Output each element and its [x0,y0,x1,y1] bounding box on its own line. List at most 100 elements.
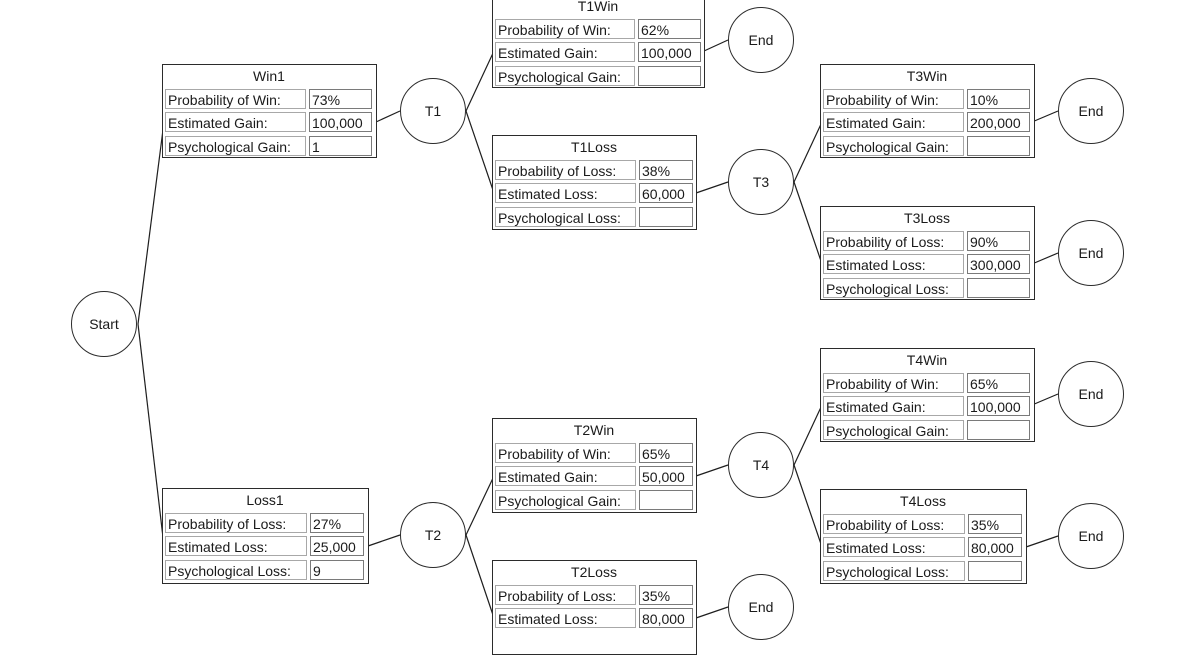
panel-row-probability: Probability of Loss: 90% [823,229,1031,253]
panel-title: Win1 [253,68,285,84]
panel-title: T3Loss [904,210,950,226]
probability-field[interactable]: 73% [309,88,372,109]
field-label: Estimated Gain: [823,396,964,417]
field-label: Psychological Gain: [495,489,636,510]
field-label: Estimated Loss: [495,183,636,204]
connector-t2loss-end [695,606,729,619]
panel-title: T2Win [573,422,615,438]
panel-row-psychological: Psychological Gain: [823,134,1031,158]
connector-loss1-t2 [367,534,401,547]
panel-row-estimate: Estimated Gain: 200,000 [823,111,1031,135]
field-label: Estimated Gain: [495,42,635,63]
probability-field[interactable]: 35% [639,584,693,605]
connector-t3win-end [1031,110,1059,123]
estimate-field[interactable]: 60,000 [639,183,693,204]
panel-row-probability: Probability of Win: 62% [495,17,701,41]
panel-row-psychological: Psychological Gain: [495,64,701,88]
field-label: Psychological Loss: [823,560,965,581]
panel-row-estimate: Estimated Loss: 60,000 [495,182,693,206]
psychological-field[interactable]: 1 [309,135,372,156]
t1-node[interactable]: T1 [400,78,466,144]
panel-row-psychological: Psychological Gain: [823,418,1031,442]
panel-t1loss: T1Loss Probability of Loss: 38% Estimate… [492,135,697,230]
panel-row-psychological: Psychological Loss: [823,276,1031,300]
probability-field[interactable]: 10% [967,88,1030,109]
psychological-field[interactable] [967,419,1030,440]
field-label: Estimated Gain: [495,466,636,487]
connector-t4-t4win [793,404,823,466]
probability-field[interactable]: 65% [967,372,1030,393]
probability-field[interactable]: 62% [638,18,701,39]
field-label: Psychological Loss: [165,559,307,580]
connector-t1-t1loss [465,110,495,194]
panel-row-probability: Probability of Win: 65% [495,441,693,465]
end-node-t1win[interactable]: End [728,7,794,73]
panel-row-estimate: Estimated Gain: 50,000 [495,465,693,489]
t3-node[interactable]: T3 [728,149,794,215]
field-label: Estimated Loss: [165,536,307,557]
estimate-field[interactable]: 25,000 [310,536,364,557]
connector-t1loss-t3 [695,181,729,194]
probability-field[interactable]: 35% [968,513,1022,534]
panel-row-probability: Probability of Win: 73% [165,87,373,111]
panel-row-estimate: Estimated Gain: 100,000 [165,111,373,135]
panel-row-psychological: Psychological Loss: 9 [165,558,365,582]
connector-start-loss1 [137,323,165,547]
estimate-field[interactable]: 200,000 [967,112,1030,133]
connector-t2-t2loss [465,534,495,619]
panel-title: T4Win [906,352,948,368]
field-label: Probability of Loss: [165,512,307,533]
estimate-field[interactable]: 300,000 [967,254,1030,275]
estimate-field[interactable]: 100,000 [967,396,1030,417]
probability-field[interactable]: 90% [967,230,1030,251]
estimate-field[interactable]: 100,000 [638,42,701,63]
panel-row-estimate: Estimated Loss: 80,000 [495,607,693,631]
panel-title: T2Loss [571,564,617,580]
field-label: Probability of Win: [823,88,964,109]
panel-row-estimate: Estimated Loss: 25,000 [165,535,365,559]
end-node-t4loss[interactable]: End [1058,503,1124,569]
psychological-field[interactable] [968,560,1022,581]
psychological-field[interactable] [639,489,693,510]
psychological-field[interactable]: 9 [310,559,364,580]
panel-row-psychological: Psychological Loss: [823,559,1023,583]
start-node[interactable]: Start [71,291,137,357]
connector-t4-t4loss [793,464,823,548]
field-label: Probability of Win: [495,18,635,39]
panel-row-estimate: Estimated Gain: 100,000 [495,41,701,65]
field-label: Probability of Win: [495,442,636,463]
panel-row-probability: Probability of Loss: 35% [823,512,1023,536]
panel-row-estimate: Estimated Gain: 100,000 [823,395,1031,419]
field-label: Estimated Loss: [823,254,964,275]
panel-row-psychological: Psychological Gain: 1 [165,134,373,158]
t4-node[interactable]: T4 [728,432,794,498]
connector-t2-t2win [465,475,495,536]
probability-field[interactable]: 27% [310,512,364,533]
end-node-t2loss[interactable]: End [728,574,794,640]
t2-node[interactable]: T2 [400,502,466,568]
panel-row-estimate: Estimated Loss: 80,000 [823,536,1023,560]
probability-field[interactable]: 65% [639,442,693,463]
field-label: Psychological Gain: [823,419,964,440]
psychological-field[interactable] [967,135,1030,156]
panel-row-probability: Probability of Loss: 38% [495,158,693,182]
end-node-t3loss[interactable]: End [1058,220,1124,286]
field-label: Probability of Loss: [823,513,965,534]
estimate-field[interactable]: 100,000 [309,112,372,133]
psychological-field[interactable] [967,277,1030,298]
connector-start-win1 [137,121,165,325]
probability-field[interactable]: 38% [639,159,693,180]
field-label: Estimated Loss: [823,537,965,558]
estimate-field[interactable]: 80,000 [968,537,1022,558]
connector-t4win-end [1031,393,1059,406]
psychological-field[interactable] [639,206,693,227]
field-label: Psychological Loss: [495,206,636,227]
panel-title: T1Loss [571,139,617,155]
end-node-t4win[interactable]: End [1058,361,1124,427]
end-node-t3win[interactable]: End [1058,78,1124,144]
psychological-field[interactable] [638,65,701,86]
panel-row-probability: Probability of Loss: 27% [165,511,365,535]
field-label: Probability of Loss: [823,230,964,251]
estimate-field[interactable]: 50,000 [639,466,693,487]
estimate-field[interactable]: 80,000 [639,608,693,629]
